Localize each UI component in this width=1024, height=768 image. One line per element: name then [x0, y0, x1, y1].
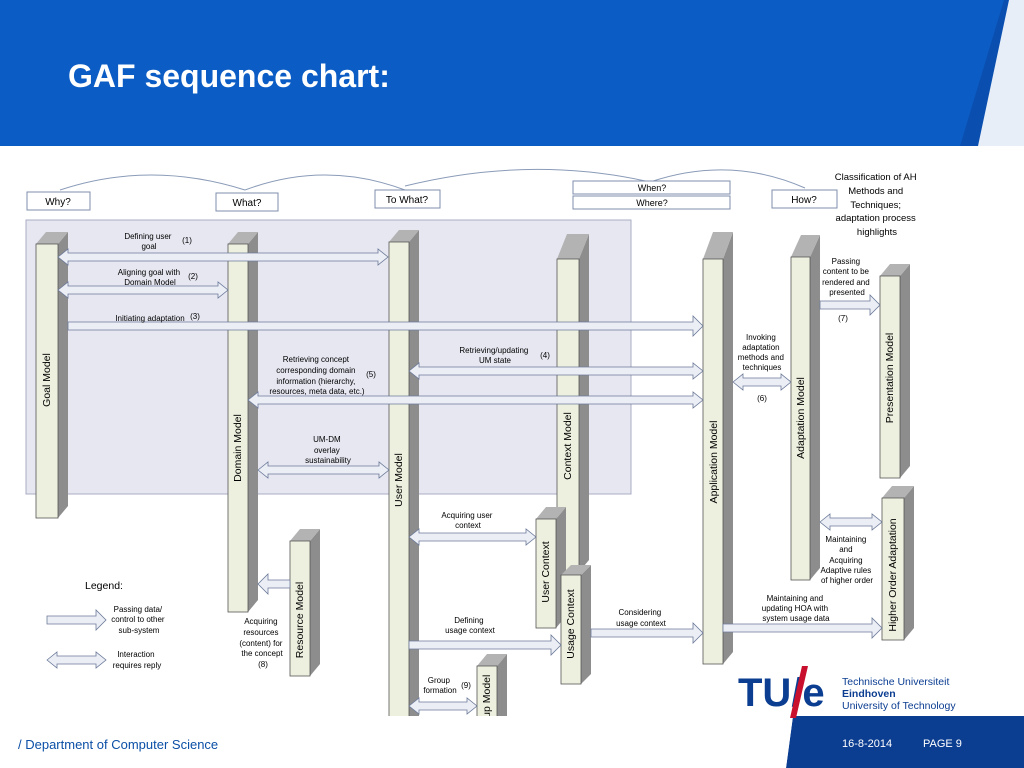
header-banner [0, 0, 1024, 146]
application-model-label: Application Model [708, 421, 720, 504]
domain-model-label: Domain Model [232, 414, 244, 482]
footer-page-number: PAGE 9 [923, 738, 962, 750]
arrow-aligning-goal [57, 281, 229, 299]
lifeline-domain-model: Domain Model [227, 232, 258, 613]
arrow-defining-user-goal [57, 248, 389, 266]
msg-4-number: (4) [540, 351, 550, 360]
user-context-label: User Context [540, 541, 552, 602]
arrow-retrieving-um-state [408, 362, 704, 380]
legend-title: Legend: [85, 580, 123, 592]
msg-retrieving-concept: Retrieving concept corresponding domain … [269, 355, 364, 396]
msg-defining-usage-context: Defining usage context [445, 616, 496, 635]
legend-reply-label: Interaction requires reply [113, 650, 161, 670]
arrow-invoking-adaptation [732, 373, 792, 391]
arrow-retrieving-concept [247, 391, 704, 409]
user-model-label: User Model [393, 453, 405, 507]
msg-5-number: (5) [366, 370, 376, 379]
msg-retrieving-um: Retrieving/updating UM state [459, 346, 530, 365]
msg-acquiring-resources: Acquiring resources (content) for the co… [239, 617, 284, 658]
msg-8-number: (8) [258, 660, 268, 669]
page-title: GAF sequence chart: [68, 58, 390, 94]
question-to-what: To What? [374, 189, 441, 209]
presentation-model-label: Presentation Model [884, 333, 896, 423]
lifeline-usage-context: Usage Context [560, 565, 591, 685]
tue-logo: TU/e [738, 671, 825, 715]
arrow-acquiring-user-context [408, 528, 537, 546]
msg-defining-user-goal: Defining user goal [124, 232, 173, 251]
lifeline-application-model: Application Model [702, 232, 733, 665]
msg-9-number: (9) [461, 681, 471, 690]
resource-model-label: Resource Model [294, 582, 306, 658]
lifeline-group-model: Group Model [476, 654, 507, 716]
footer-band [774, 716, 1024, 768]
msg-passing-content: Passing content to be rendered and prese… [822, 257, 872, 297]
department-label: / Department of Computer Science [18, 737, 219, 752]
question-why: Why? [26, 191, 91, 211]
question-what-label: What? [233, 198, 262, 209]
lifeline-resource-model: Resource Model [289, 529, 320, 677]
lifeline-presentation-model: Presentation Model [879, 264, 910, 479]
msg-aligning-goal: Aligning goal with Domain Model [118, 268, 183, 287]
question-where: Where? [572, 195, 731, 210]
group-model-label: Group Model [481, 675, 493, 716]
arrow-maintaining-hoa [722, 617, 883, 639]
arrow-considering-usage-context [590, 622, 704, 644]
tue-name-line3: University of Technology [842, 700, 956, 712]
lifeline-user-model: User Model [388, 230, 419, 716]
legend-pass-arrow [46, 609, 107, 631]
background-panel [25, 219, 632, 495]
arrow-defining-usage-context [408, 634, 562, 656]
classification-note: Classification of AH Methods and Techniq… [835, 172, 919, 238]
lifeline-higher-order-adaptation: Higher Order Adaptation [881, 486, 914, 641]
msg-considering-usage-context: Considering usage context [616, 608, 667, 628]
question-how-label: How? [791, 195, 817, 206]
msg-acquiring-user-context: Acquiring user context [441, 511, 494, 530]
msg-group-formation: Group formation [423, 676, 456, 695]
lifeline-adaptation-model: Adaptation Model [790, 235, 820, 581]
context-model-label: Context Model [562, 412, 574, 480]
tue-slash [790, 666, 808, 718]
arrow-um-dm-overlay [257, 461, 390, 479]
adaptation-model-label: Adaptation Model [795, 377, 807, 459]
arc-towhat-when [404, 168, 651, 187]
lifeline-context-model: Context Model [556, 234, 589, 573]
arc-when-how [649, 169, 806, 189]
usage-context-label: Usage Context [565, 589, 577, 659]
question-what: What? [215, 192, 279, 212]
goal-model-label: Goal Model [41, 353, 53, 407]
arc-why-what [59, 174, 246, 191]
msg-maintaining-hoa: Maintaining and updating HOA with system… [762, 594, 831, 623]
sequence-diagram: Why? What? To What? When? Where? How? Cl… [25, 168, 919, 716]
question-why-label: Why? [45, 197, 71, 208]
msg-1-number: (1) [182, 236, 192, 245]
msg-7-number: (7) [838, 314, 848, 323]
hoa-label: Higher Order Adaptation [887, 518, 899, 631]
arrow-maintaining-rules [819, 513, 883, 531]
msg-um-dm-overlay: UM-DM overlay sustainability [305, 435, 351, 465]
tue-name-line1: Technische Universiteit [842, 676, 950, 688]
msg-3-number: (3) [190, 312, 200, 321]
tue-name-line2: Eindhoven [842, 688, 896, 700]
question-to-what-label: To What? [386, 195, 429, 206]
footer-date: 16-8-2014 [842, 738, 893, 750]
arrow-initiating-adaptation [67, 315, 704, 337]
legend-pass-label: Passing data/ control to other sub-syste… [111, 605, 167, 635]
arrow-group-formation [408, 697, 478, 715]
msg-2-number: (2) [188, 272, 198, 281]
arrow-acquiring-resources [257, 573, 291, 595]
arc-what-towhat [244, 174, 406, 191]
question-where-label: Where? [636, 198, 668, 208]
msg-maintaining-rules: Maintaining and Acquiring Adaptive rules… [821, 535, 874, 585]
question-when-label: When? [638, 183, 667, 193]
msg-6-number: (6) [757, 394, 767, 403]
msg-invoking-adaptation: Invoking adaptation methods and techniqu… [738, 333, 787, 372]
arrow-passing-content [819, 294, 881, 316]
legend-reply-arrow [46, 651, 107, 669]
msg-initiating-adaptation: Initiating adaptation [115, 314, 184, 323]
lifeline-goal-model: Goal Model [35, 232, 68, 519]
tue-logo-mark: TU/e [738, 671, 825, 715]
question-when: When? [572, 180, 731, 195]
question-how: How? [771, 189, 838, 209]
